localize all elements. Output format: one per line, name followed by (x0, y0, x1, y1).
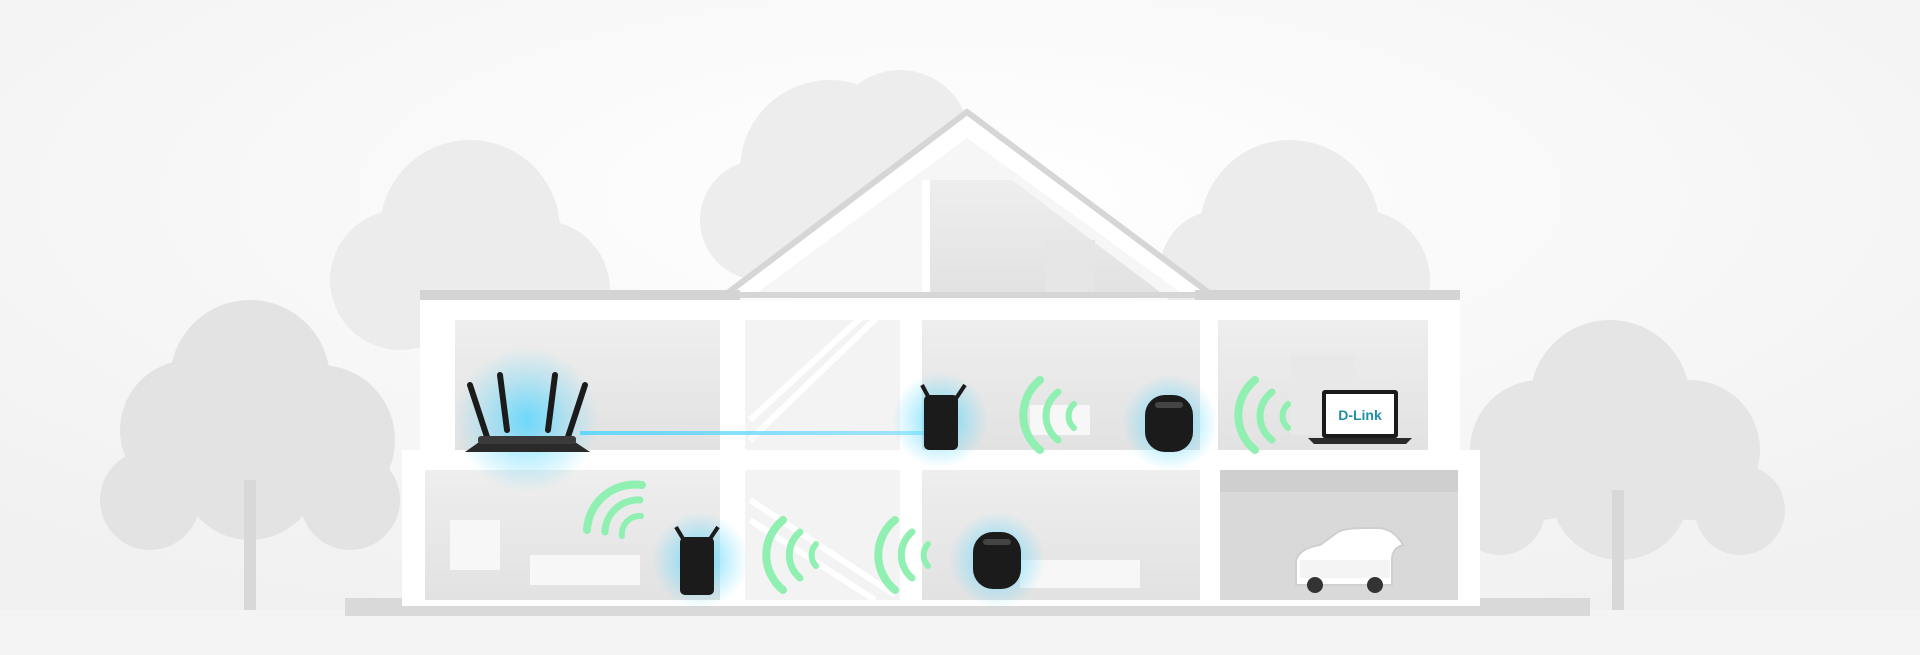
car-icon (1295, 527, 1405, 593)
range-extender-icon (920, 383, 967, 450)
tree-icon (100, 300, 400, 610)
router-icon (465, 372, 590, 452)
wifi-waves-icon (762, 516, 819, 594)
laptop-icon: D-Link (1308, 390, 1412, 444)
wifi-waves-icon (583, 480, 646, 539)
stairwell-upper (745, 320, 900, 450)
range-extender-icon (973, 532, 1021, 589)
range-extender-icon (1145, 395, 1193, 452)
wifi-waves-icon (1019, 376, 1077, 454)
tree-icon (1455, 320, 1785, 610)
wifi-waves-icon (874, 516, 931, 594)
signal-beam (580, 431, 940, 435)
house-cutaway (402, 108, 1480, 606)
ground (0, 610, 1920, 655)
router-glow (455, 348, 599, 492)
wifi-waves-icon (1234, 376, 1291, 454)
laptop-screen-text: D-Link (1338, 407, 1382, 423)
range-extender-icon (674, 525, 720, 595)
